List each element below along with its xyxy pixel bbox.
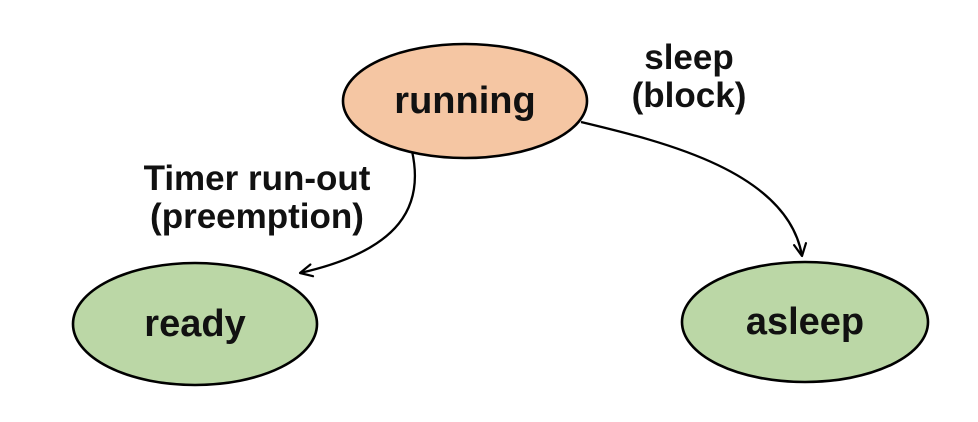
state-ellipse-running (341, 42, 589, 160)
state-ellipse-asleep (680, 260, 930, 384)
transition-arrow-running-to-asleep (580, 120, 808, 258)
state-ellipse-ready (71, 261, 319, 387)
transition-arrow-running-to-ready (298, 150, 417, 278)
